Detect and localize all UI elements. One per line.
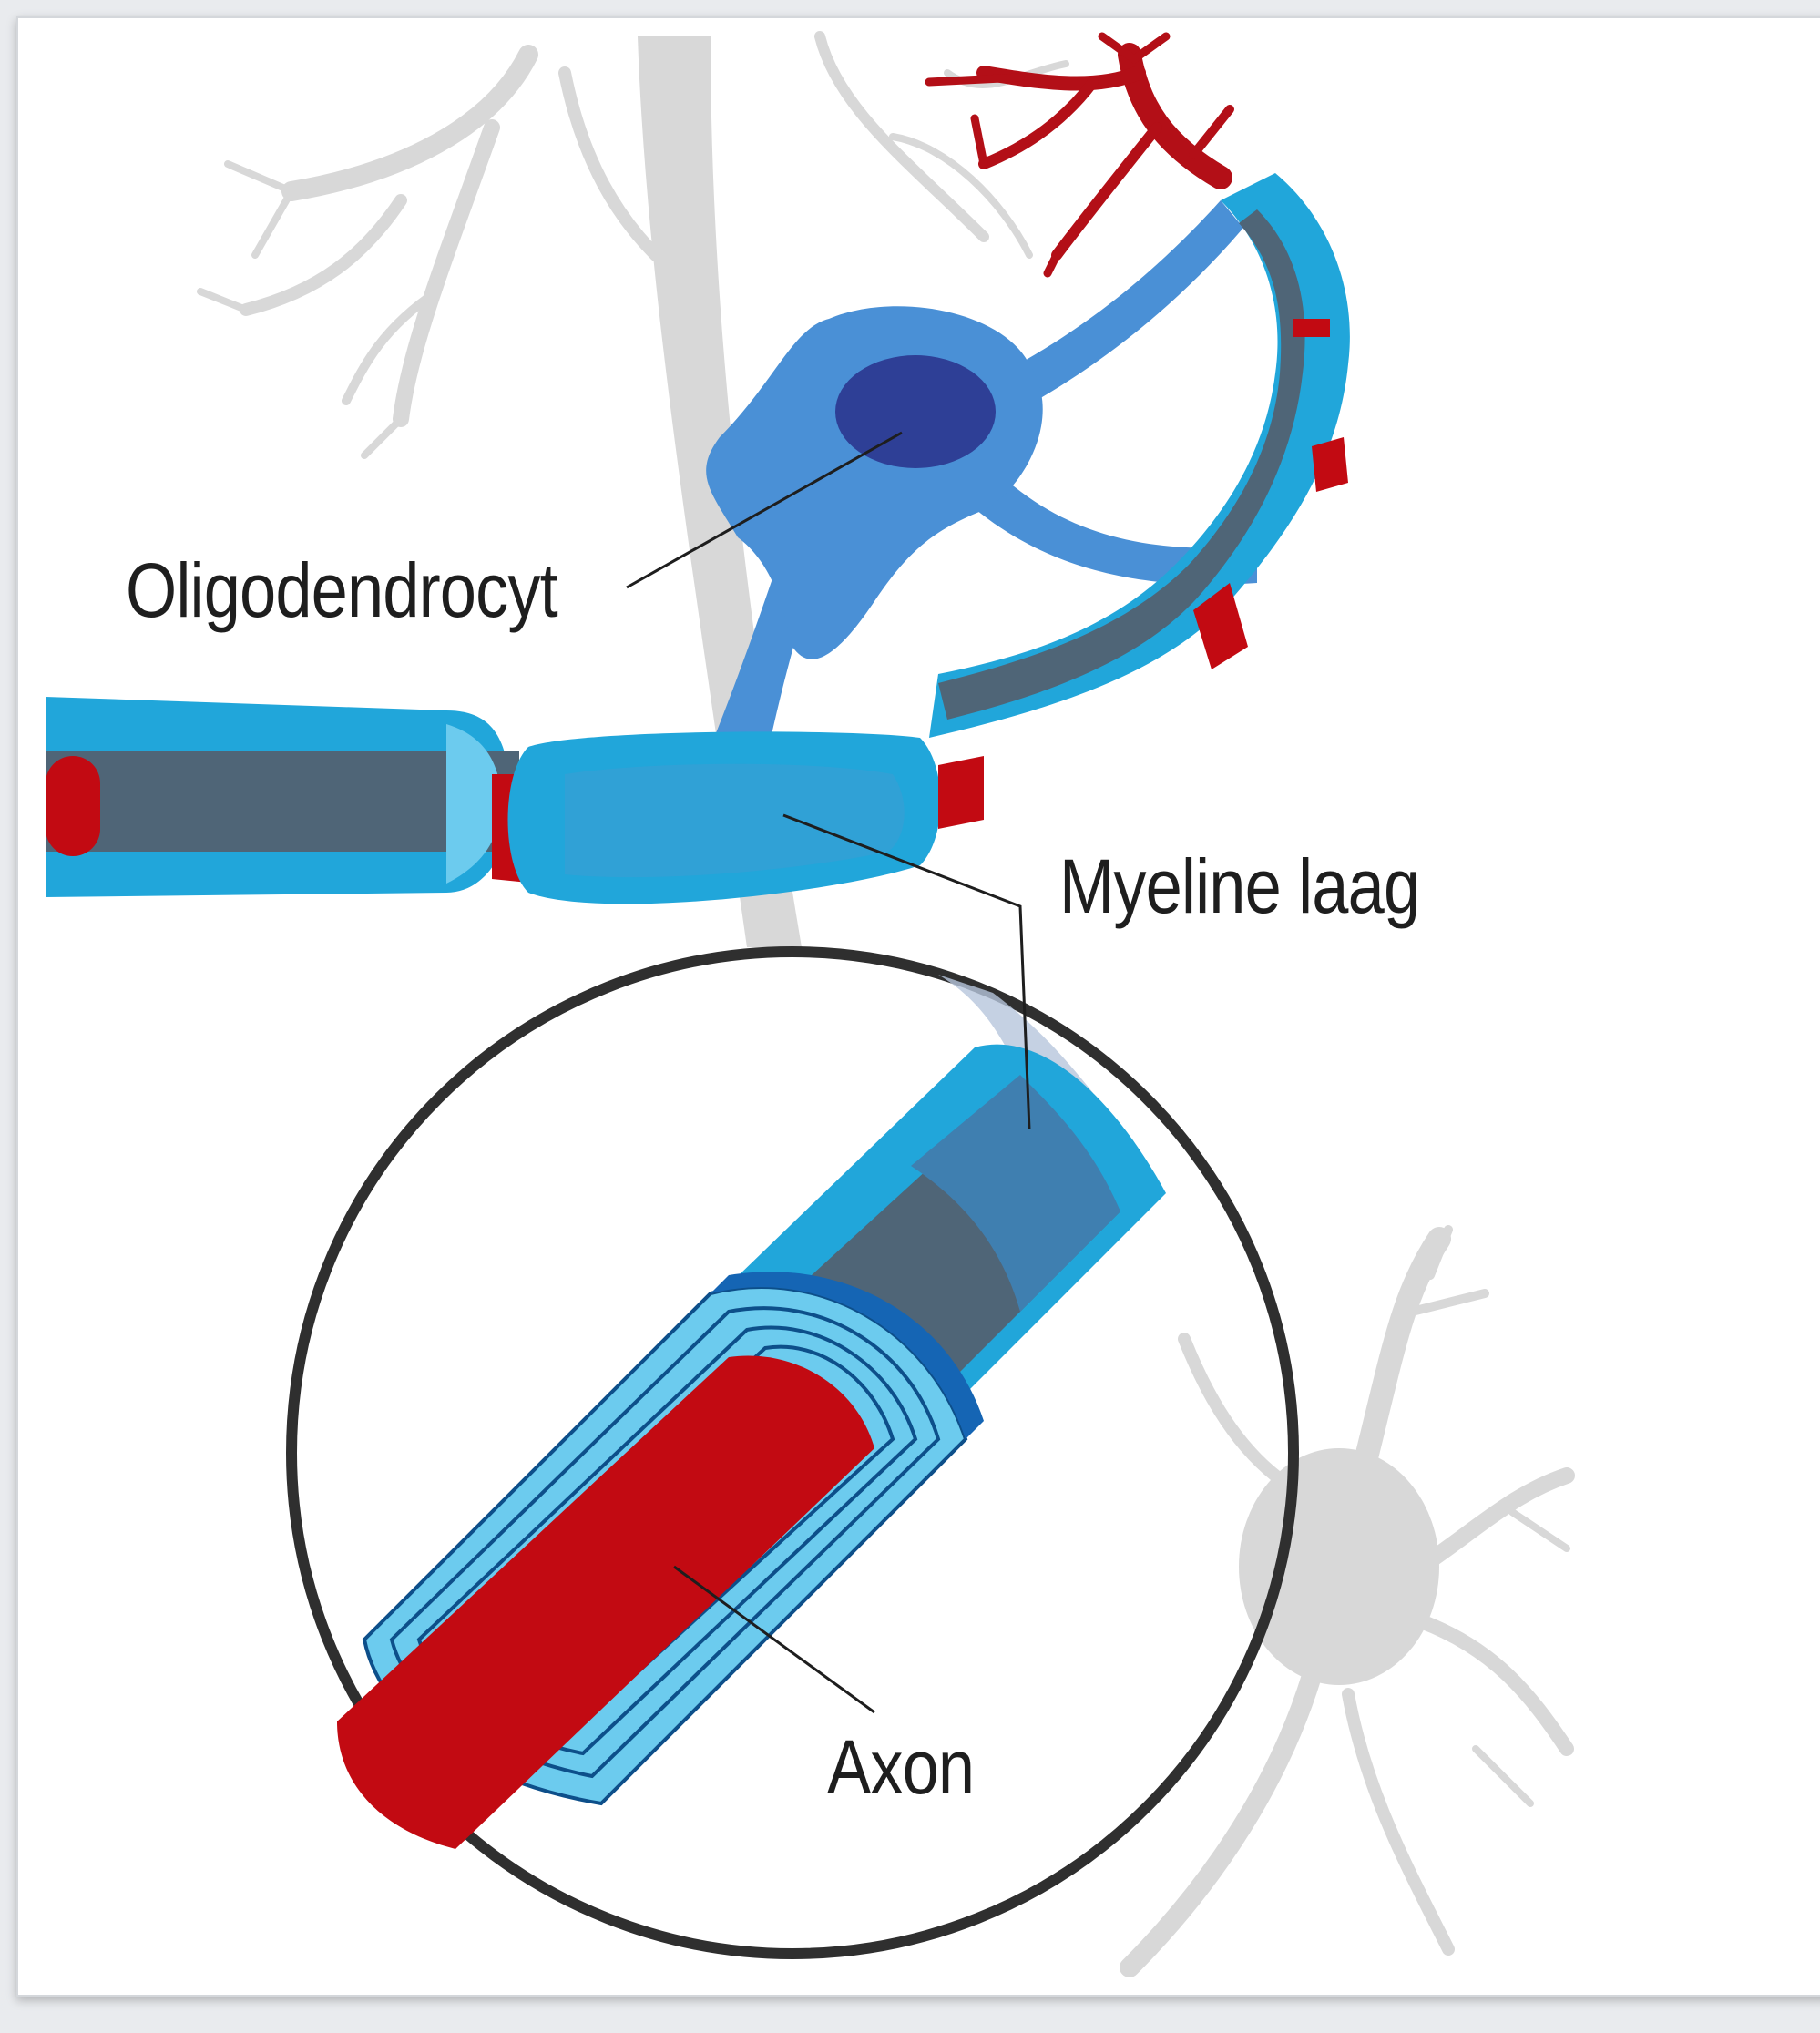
myelinated-axon-left xyxy=(46,697,537,897)
background-neuron-bottom xyxy=(1130,1230,1567,1967)
oligodendrocyte-nucleus xyxy=(835,355,996,468)
label-oligodendrocyte: Oligodendrocyt xyxy=(126,547,557,635)
label-myelin-layer: Myeline laag xyxy=(1059,843,1419,931)
oligodendrocyte-cell-body xyxy=(706,306,1043,659)
zoomed-axon xyxy=(337,1045,1166,1849)
red-axon-terminal xyxy=(929,36,1230,273)
figure-frame: Oligodendrocyt Myeline laag Axon xyxy=(16,16,1820,1997)
label-axon: Axon xyxy=(827,1723,974,1812)
